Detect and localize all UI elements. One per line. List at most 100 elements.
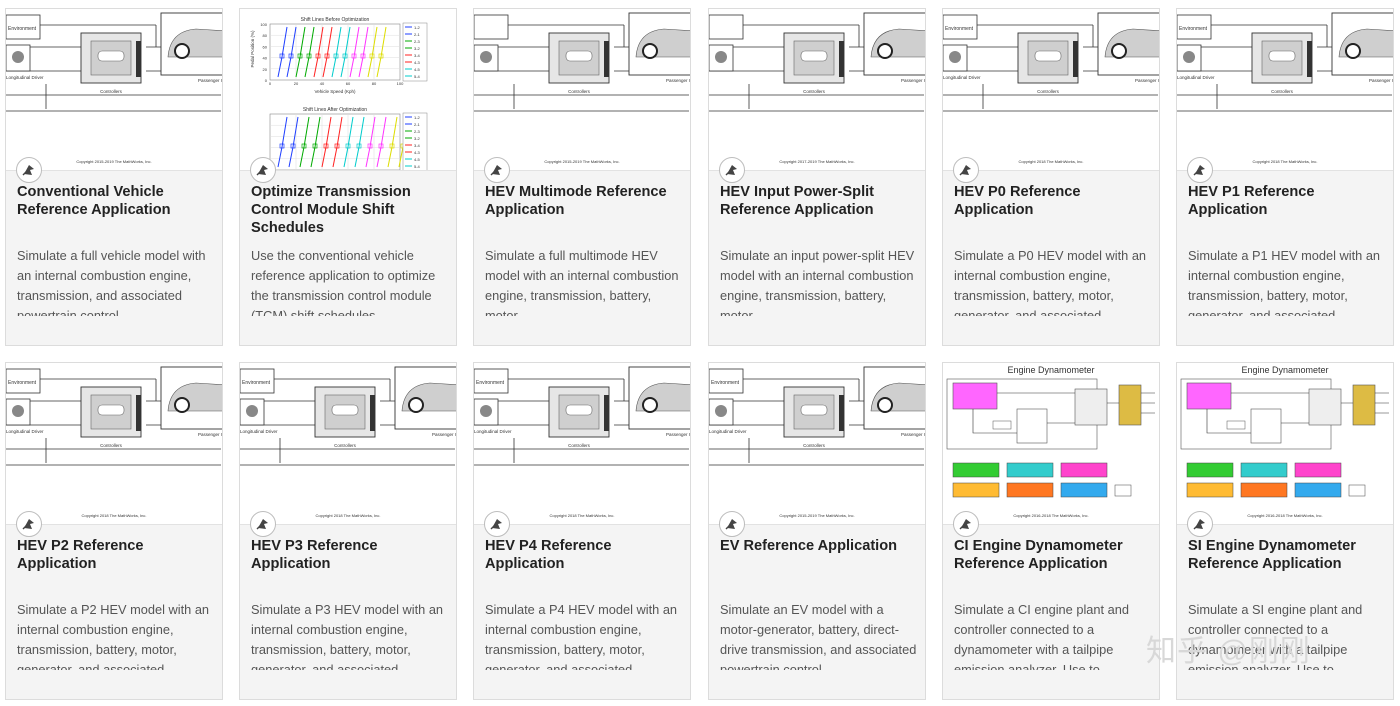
environment-block <box>240 368 275 394</box>
y-tick-label: 0 <box>265 78 268 83</box>
signal-lines <box>1206 392 1389 434</box>
example-title[interactable]: SI Engine Dynamometer Reference Applicat… <box>1188 538 1356 572</box>
engine-block <box>1250 408 1282 444</box>
environment-label: Environment <box>8 380 37 386</box>
plot-area <box>269 23 401 81</box>
shift-line <box>349 26 360 78</box>
driver-icon <box>12 405 24 417</box>
shift-line <box>288 116 299 168</box>
passenger-car-label: Passenger Car <box>1135 78 1159 83</box>
driver-label: Longitudinal Driver <box>6 429 44 434</box>
example-title[interactable]: HEV P0 Reference Application <box>954 184 1081 218</box>
shift-line <box>343 116 354 168</box>
passenger-car-label: Passenger Car <box>666 432 690 437</box>
y-tick-label: 20 <box>263 67 268 72</box>
setup-block <box>1240 462 1288 478</box>
legend-entry: 3-2 <box>414 46 421 51</box>
wheel-icon <box>408 397 424 413</box>
x-tick-label: 80 <box>372 81 377 86</box>
shift-marker <box>279 53 285 59</box>
signal-lines <box>972 392 1155 434</box>
setup-block <box>1240 482 1288 498</box>
controller-block <box>1186 382 1232 410</box>
simulink-model-icon <box>250 157 276 183</box>
legend-entry: 4-3 <box>414 150 421 155</box>
thumb-copyright: Copyright 2016-2018 The MathWorks, Inc. <box>1247 513 1322 518</box>
environment-block <box>474 368 509 394</box>
legend-entry: 3-2 <box>414 136 421 141</box>
example-title[interactable]: HEV Multimode Reference Application <box>485 184 667 218</box>
passenger-car-label: Passenger Car <box>1369 78 1393 83</box>
driver-icon <box>949 51 961 63</box>
driver-label: Longitudinal Driver <box>943 75 981 80</box>
example-description: Simulate a P1 HEV model with an internal… <box>1188 248 1381 316</box>
emission-analyzer-block <box>1118 384 1142 426</box>
legend-entry: 4-5 <box>414 67 421 72</box>
y-tick-label: 100 <box>260 22 267 27</box>
example-title[interactable]: CI Engine Dynamometer Reference Applicat… <box>954 538 1123 572</box>
simulink-model-icon <box>719 511 745 537</box>
shift-marker <box>342 53 348 59</box>
x-tick-label: 100 <box>397 81 404 86</box>
environment-block <box>709 368 744 394</box>
example-title[interactable]: EV Reference Application <box>720 538 898 554</box>
example-title[interactable]: Conventional Vehicle Reference Applicati… <box>17 184 171 218</box>
simulink-model-icon <box>953 511 979 537</box>
driver-label: Longitudinal Driver <box>1177 75 1215 80</box>
environment-block <box>709 14 744 40</box>
example-description: Simulate a SI engine plant and controlle… <box>1188 602 1363 670</box>
shift-line <box>277 116 288 168</box>
help-block <box>1348 484 1366 497</box>
shift-line <box>367 26 378 78</box>
example-title[interactable]: HEV P2 Reference Application <box>17 538 144 572</box>
car-glyph <box>331 404 359 416</box>
passenger-car-label: Passenger Car <box>432 432 456 437</box>
thumb-copyright: Copyright 2016-2018 The MathWorks, Inc. <box>1013 513 1088 518</box>
legend-box <box>402 22 428 82</box>
x-tick-label: 20 <box>294 81 299 86</box>
example-title[interactable]: HEV Input Power-Split Reference Applicat… <box>720 184 875 218</box>
connector-pins <box>604 41 609 77</box>
shift-marker <box>301 143 307 149</box>
example-title[interactable]: HEV P4 Reference Application <box>485 538 612 572</box>
thumb-copyright: Copyright 2018 The MathWorks, Inc. <box>316 513 381 518</box>
driver-block <box>474 44 499 72</box>
controllers-label: Controllers <box>568 443 591 448</box>
example-title[interactable]: HEV P1 Reference Application <box>1188 184 1315 218</box>
driver-icon <box>715 405 727 417</box>
engine-block <box>1016 408 1048 444</box>
connector-pins <box>839 41 844 77</box>
dynamometer-block <box>1308 388 1342 426</box>
shift-line <box>376 26 387 78</box>
controllers-label: Controllers <box>803 89 826 94</box>
y-tick-label: 80 <box>263 33 268 38</box>
shift-marker <box>367 143 373 149</box>
example-title[interactable]: HEV P3 Reference Application <box>251 538 378 572</box>
example-title[interactable]: Optimize Transmission Control Module Shi… <box>251 184 411 236</box>
